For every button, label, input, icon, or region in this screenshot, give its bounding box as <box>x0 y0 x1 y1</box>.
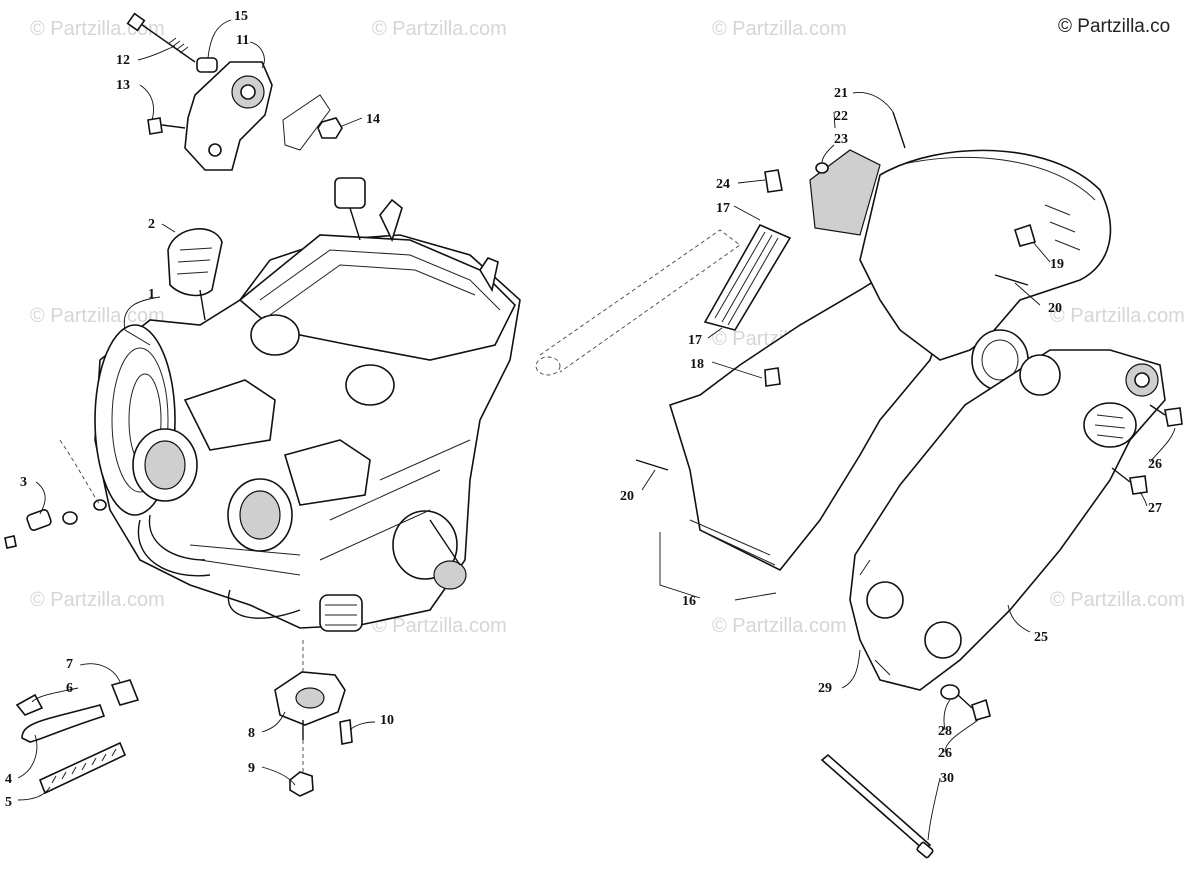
callout-29: 29 <box>818 681 832 696</box>
callout-11: 11 <box>236 33 249 48</box>
callout-23: 23 <box>834 132 848 147</box>
callout-5: 5 <box>5 795 12 810</box>
starter-gear <box>319 594 363 632</box>
sensor-clip <box>4 439 107 549</box>
watermark-layer: © Partzilla.com © Partzilla.com © Partzi… <box>30 18 1185 637</box>
engine-mount <box>184 61 273 171</box>
callout-6: 6 <box>66 681 73 696</box>
callout-18: 18 <box>690 357 704 372</box>
callout-30: 30 <box>940 771 954 786</box>
clip <box>764 367 781 387</box>
belt-guard-cover <box>859 149 1112 361</box>
clip <box>764 169 783 193</box>
watermark: © Partzilla.com <box>712 615 847 637</box>
intake-port <box>345 364 395 406</box>
nut <box>317 117 343 139</box>
output-shaft <box>392 510 458 580</box>
spacer <box>196 57 218 73</box>
callout-26: 26 <box>938 746 952 761</box>
callout-25: 25 <box>1034 630 1048 645</box>
watermark: © Partzilla.com <box>712 18 847 40</box>
bolt <box>1129 475 1148 495</box>
lower-mount <box>274 640 353 797</box>
long-bolt <box>137 21 196 63</box>
callout-leaders <box>17 19 1176 841</box>
watermark: © Partzilla.com <box>30 589 165 611</box>
bolt <box>971 698 991 721</box>
watermark: © Partzilla.com <box>1050 305 1185 327</box>
callout-20: 20 <box>620 489 634 504</box>
callout-12: 12 <box>116 53 130 68</box>
callout-26: 26 <box>1148 457 1162 472</box>
cable-tie <box>820 753 932 852</box>
dipstick <box>167 228 223 321</box>
washer <box>940 684 960 700</box>
bolt <box>1164 407 1183 427</box>
coil-connector <box>334 177 366 209</box>
callout-1: 1 <box>148 287 155 302</box>
callout-19: 19 <box>1050 257 1064 272</box>
watermark: © Partzilla.com <box>372 615 507 637</box>
callout-13: 13 <box>116 78 130 93</box>
watermark: © Partzilla.com <box>30 305 165 327</box>
drive-shaft <box>535 229 741 376</box>
callout-16: 16 <box>682 594 696 609</box>
callout-24: 24 <box>716 177 730 192</box>
back-plate <box>849 349 1166 691</box>
callout-3: 3 <box>20 475 27 490</box>
callout-8: 8 <box>248 726 255 741</box>
splined-shaft <box>1083 402 1137 448</box>
bolt <box>147 117 163 135</box>
watermark: © Partzilla.com <box>372 18 507 40</box>
hose-kit <box>15 679 140 795</box>
cylinder-head <box>238 234 516 361</box>
callout-28: 28 <box>938 724 952 739</box>
callout-15: 15 <box>234 9 248 24</box>
callout-2: 2 <box>148 217 155 232</box>
callout-7: 7 <box>66 657 73 672</box>
callout-14: 14 <box>366 112 380 127</box>
callout-21: 21 <box>834 86 848 101</box>
watermark: © Partzilla.com <box>1050 589 1185 611</box>
callout-9: 9 <box>248 761 255 776</box>
callout-20: 20 <box>1048 301 1062 316</box>
engine-assembly <box>94 177 521 632</box>
callout-17: 17 <box>716 201 730 216</box>
callout-27: 27 <box>1148 501 1162 516</box>
callout-17: 17 <box>688 333 702 348</box>
callout-22: 22 <box>834 109 848 124</box>
copyright-text: © Partzilla.co <box>1058 16 1170 37</box>
callout-10: 10 <box>380 713 394 728</box>
intake-port <box>250 314 300 356</box>
callout-4: 4 <box>5 772 12 787</box>
callout-labels: 1 2 3 4 5 6 7 8 9 10 11 12 13 14 15 16 1… <box>5 9 1162 810</box>
